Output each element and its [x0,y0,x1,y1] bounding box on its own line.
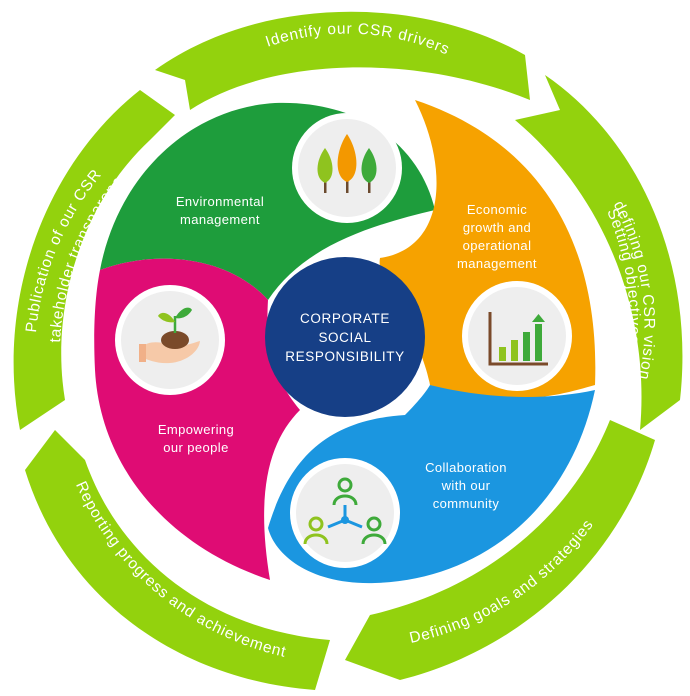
ring-segment-reporting [25,430,330,690]
center-circle [265,257,425,417]
ring-segment-publication [13,90,175,430]
economic-label-2: growth and [463,220,531,235]
ring-segment-identify [155,11,530,110]
network-people-icon [290,458,400,568]
economic-label-3: operational [463,238,532,253]
collaboration-label-3: community [433,496,500,511]
economic-label-1: Economic [467,202,527,217]
center-hub: CORPORATE SOCIAL RESPONSIBILITY [265,257,425,417]
trees-icon [292,113,402,223]
environmental-label-1: Environmental [176,194,264,209]
people-label-1: Empowering [158,422,234,437]
center-line-3: RESPONSIBILITY [285,349,404,364]
people-label-2: our people [163,440,228,455]
center-line-2: SOCIAL [318,330,371,345]
center-line-1: CORPORATE [300,311,390,326]
collaboration-label-2: with our [441,478,491,493]
ring-segment-goals [345,420,655,680]
ring-segment-objectives [515,75,683,430]
petal-labels: Environmental management Economic growth… [158,194,537,511]
bar-chart-icon [462,281,572,391]
economic-label-4: management [457,256,537,271]
outer-ring [13,11,683,690]
collaboration-label-1: Collaboration [425,460,507,475]
environmental-label-2: management [180,212,260,227]
hand-seedling-icon [115,285,225,395]
